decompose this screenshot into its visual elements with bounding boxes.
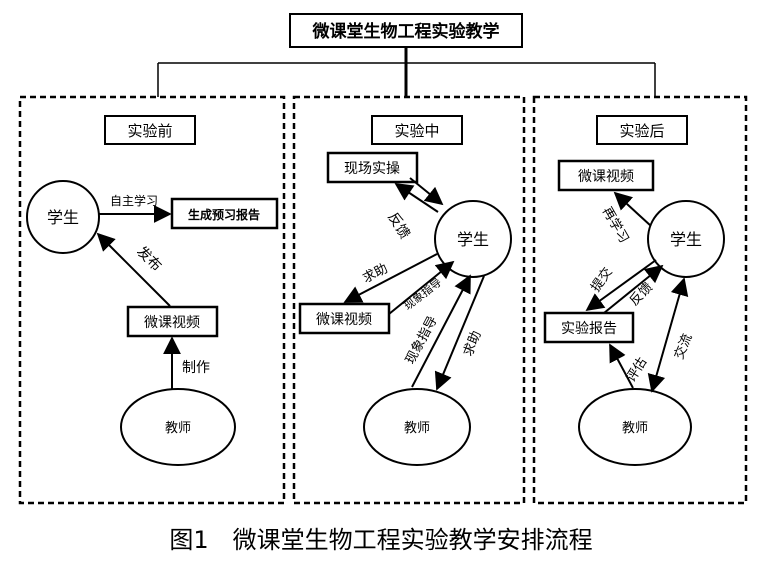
- edge-label-self-study: 自主学习: [110, 193, 158, 208]
- edge-label-guide-video: 现象指导: [401, 275, 444, 313]
- lab-report-label: 实验报告: [561, 321, 617, 337]
- student-node: [26, 180, 100, 254]
- arrow-guide-video: [388, 260, 455, 315]
- preview-report-label: 生成预习报告: [188, 207, 260, 222]
- micro-video-label: 微课视频: [316, 312, 372, 328]
- panel-during-header: 实验中: [394, 122, 439, 140]
- micro-video-label: 微课视频: [144, 315, 200, 331]
- panel-after: [532, 95, 748, 505]
- figure-caption: 图1 微课堂生物工程实验教学安排流程: [169, 526, 592, 554]
- edge-label-feedback: 反馈: [627, 280, 656, 309]
- panel-after-header: 实验后: [619, 122, 664, 140]
- edge-label-help: 求助: [360, 261, 390, 286]
- practice-label: 现场实操: [344, 161, 400, 177]
- panel-before-header: 实验前: [127, 122, 172, 140]
- edge-label-make: 制作: [182, 360, 210, 376]
- teacher-node: [120, 388, 236, 466]
- edge-label-help-teacher: 求助: [461, 329, 485, 359]
- arrow-guide-teacher: [411, 274, 471, 388]
- title-box: 微课堂生物工程实验教学: [289, 13, 523, 48]
- arrow-practice: [394, 183, 439, 213]
- teacher-node: [578, 388, 692, 466]
- arrow-relearn: [613, 191, 652, 227]
- panel-before-content: 实验前 学生 生成预习报告 微课视频 教师 自主学习 发布 制作: [26, 115, 279, 466]
- micro-video-label: 微课视频: [578, 169, 634, 185]
- arrow-feedback: [603, 264, 664, 314]
- edge-label-guide-teacher: 现象指导: [403, 314, 441, 367]
- edge-label-exchange: 交流: [671, 331, 696, 361]
- teacher-node: [363, 388, 471, 466]
- arrow-exchange: [647, 277, 689, 393]
- student-node: [647, 200, 725, 278]
- panel-during: [292, 95, 526, 505]
- teacher-label: 教师: [622, 420, 648, 436]
- student-label: 学生: [47, 208, 79, 227]
- edge-label-comment: 评估: [624, 355, 651, 385]
- edge-label-publish: 发布: [133, 244, 164, 275]
- arrow-help-teacher: [434, 275, 485, 391]
- arrow-publish: [96, 232, 171, 307]
- edge-label-relearn: 再学习: [599, 204, 632, 246]
- tree-connector: [157, 47, 656, 97]
- student-label: 学生: [457, 230, 489, 249]
- edge-label-feedback: 反馈: [384, 210, 412, 242]
- teacher-label: 教师: [165, 420, 191, 436]
- arrow-help: [343, 253, 438, 303]
- teacher-label: 教师: [404, 420, 430, 436]
- arrow-feedback: [409, 177, 444, 206]
- panel-during-content: 实验中 现场实操 学生 微课视频 教师 反馈 求助 现象指导 现象指导 求助: [298, 115, 512, 466]
- student-node: [434, 200, 512, 278]
- panel-before: [18, 95, 286, 505]
- edge-label-submit: 提交: [588, 264, 616, 294]
- title-text: 微课堂生物工程实验教学: [312, 21, 500, 42]
- student-label: 学生: [670, 230, 702, 249]
- arrow-comment: [609, 343, 634, 389]
- panel-after-content: 实验后 微课视频 学生 实验报告 教师 再学习 提交 反馈 评估 交流: [543, 115, 725, 466]
